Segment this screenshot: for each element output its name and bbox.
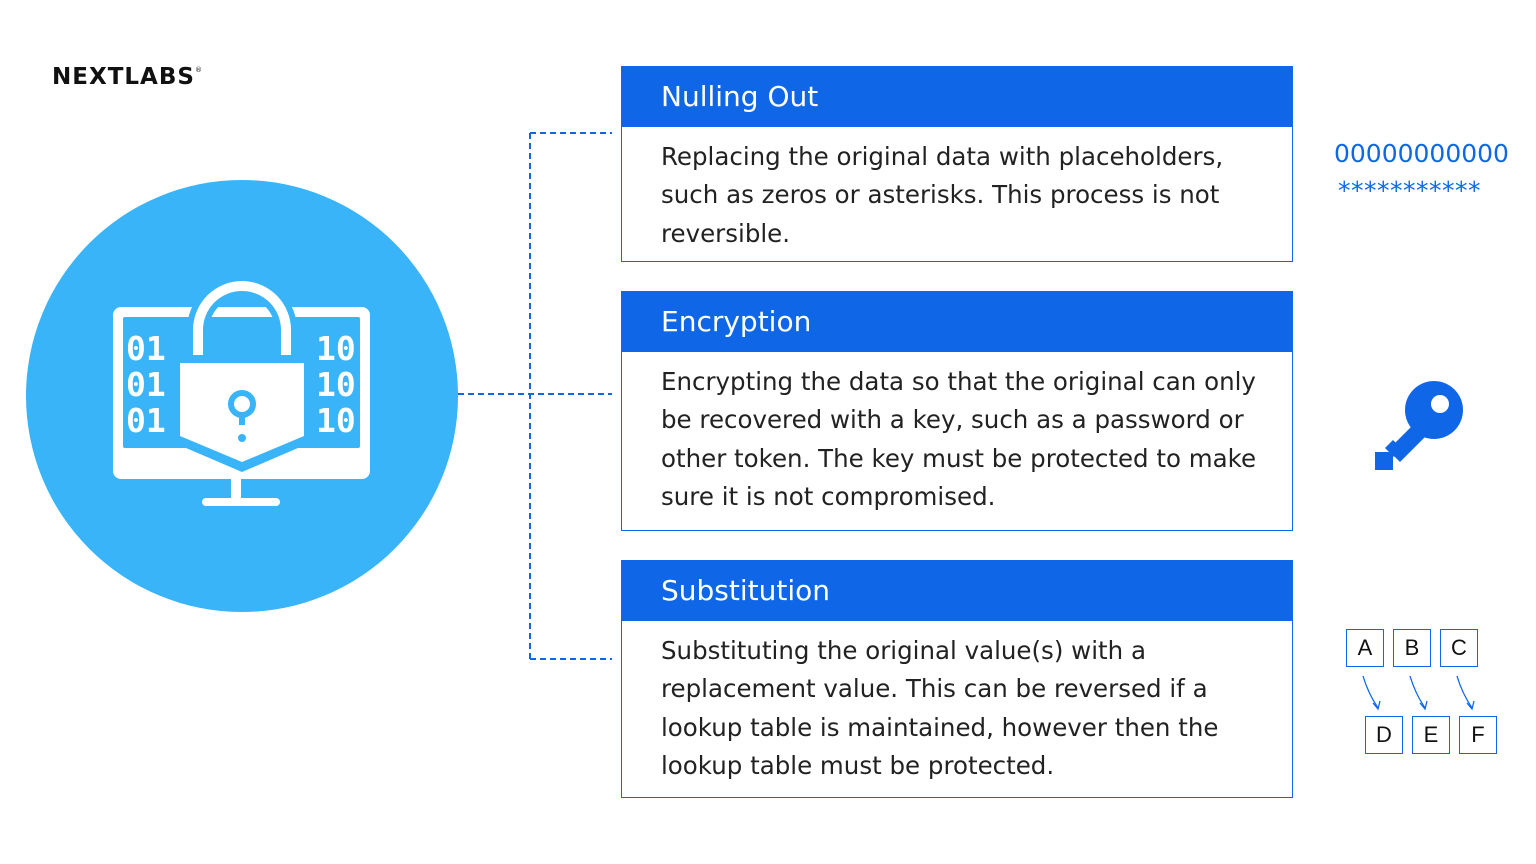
monitor-padlock-icon: 01 01 01 10 10 10 [113, 275, 370, 506]
zeros-example: 00000000000 [1334, 139, 1509, 168]
nextlabs-logo: NEXTLABS® [52, 64, 203, 90]
card-title-encryption: Encryption [622, 292, 1292, 352]
key-icon [1375, 381, 1463, 470]
substitution-replacement-e: E [1412, 716, 1450, 754]
binary-right-1: 10 [316, 329, 356, 368]
card-substitution: Substitution Substituting the original v… [621, 560, 1293, 798]
card-description-substitution: Substituting the original value(s) with … [661, 636, 1219, 781]
card-description-nulling-out: Replacing the original data with placeho… [661, 142, 1224, 248]
logo-text: NEXTLABS [52, 64, 195, 90]
card-title-nulling-out: Nulling Out [622, 67, 1292, 127]
card-nulling-out: Nulling Out Replacing the original data … [621, 66, 1293, 262]
registered-mark: ® [194, 66, 203, 74]
substitution-replacement-f: F [1459, 716, 1497, 754]
substitution-original-b: B [1393, 629, 1431, 667]
hero-circle: 01 01 01 10 10 10 [26, 180, 458, 612]
binary-right-2: 10 [316, 365, 356, 404]
card-encryption: Encryption Encrypting the data so that t… [621, 291, 1293, 531]
binary-left-2: 01 [126, 365, 166, 404]
substitution-original-a: A [1346, 629, 1384, 667]
binary-left-1: 01 [126, 329, 166, 368]
binary-left-3: 01 [126, 401, 166, 440]
substitution-replacement-d: D [1365, 716, 1403, 754]
card-title-substitution: Substitution [622, 561, 1292, 621]
asterisks-example: *********** [1338, 176, 1481, 205]
binary-right-3: 10 [316, 401, 356, 440]
substitution-original-c: C [1440, 629, 1478, 667]
card-description-encryption: Encrypting the data so that the original… [661, 367, 1257, 512]
